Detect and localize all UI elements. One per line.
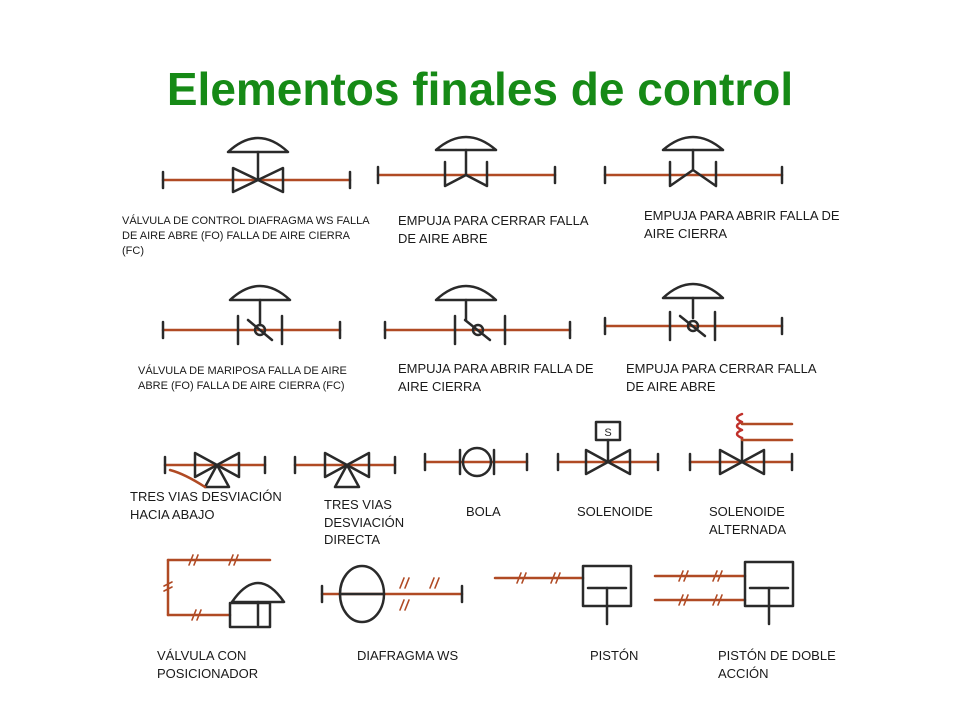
symbol-empuja-abrir-2 bbox=[383, 284, 572, 346]
caption-valvula-mariposa: VÁLVULA DE MARIPOSA FALLA DE AIRE ABRE (… bbox=[138, 365, 347, 392]
caption-valvula-control-diafragma: VÁLVULA DE CONTROL DIAFRAGMA WS FALLA DE… bbox=[122, 215, 369, 257]
symbol-empuja-cerrar-1 bbox=[376, 135, 557, 188]
page-title: Elementos finales de control bbox=[166, 63, 794, 115]
symbol-solenoide: S bbox=[556, 420, 660, 476]
caption-empuja-abrir-1: EMPUJA PARA ABRIR FALLA DE AIRE CIERRA bbox=[644, 208, 840, 241]
caption-piston: PISTÓN bbox=[590, 648, 639, 663]
symbol-empuja-cerrar-2 bbox=[603, 282, 784, 342]
caption-diafragma-ws: DIAFRAGMA WS bbox=[357, 648, 459, 663]
symbol-piston bbox=[493, 564, 633, 626]
caption-tres-vias-abajo: TRES VIAS DESVIACIÓN HACIA ABAJO bbox=[130, 489, 282, 522]
symbol-solenoide-alternada bbox=[688, 412, 794, 476]
symbol-valvula-mariposa bbox=[161, 284, 342, 346]
symbol-tres-vias-abajo bbox=[163, 451, 267, 489]
caption-piston-doble: PISTÓN DE DOBLE ACCIÓN bbox=[718, 648, 836, 681]
symbol-empuja-abrir-1 bbox=[603, 135, 784, 188]
svg-text:S: S bbox=[604, 427, 611, 439]
caption-valvula-posicionador: VÁLVULA CON POSICIONADOR bbox=[157, 648, 259, 681]
caption-empuja-cerrar-2: EMPUJA PARA CERRAR FALLA DE AIRE ABRE bbox=[626, 361, 816, 394]
symbol-bola bbox=[423, 446, 529, 478]
symbol-piston-doble bbox=[653, 560, 795, 626]
caption-tres-vias-directa: TRES VIAS DESVIACIÓN DIRECTA bbox=[324, 497, 405, 548]
caption-solenoide-alternada: SOLENOIDE ALTERNADA bbox=[709, 504, 787, 537]
symbol-valvula-control-diafragma bbox=[161, 136, 352, 194]
caption-empuja-abrir-2: EMPUJA PARA ABRIR FALLA DE AIRE CIERRA bbox=[398, 361, 594, 394]
caption-solenoide: SOLENOIDE bbox=[577, 504, 653, 519]
symbol-valvula-posicionador bbox=[163, 554, 286, 629]
caption-bola: BOLA bbox=[466, 504, 501, 519]
symbol-diafragma-ws bbox=[320, 564, 464, 624]
caption-empuja-cerrar-1: EMPUJA PARA CERRAR FALLA DE AIRE ABRE bbox=[398, 213, 588, 246]
symbol-tres-vias-directa bbox=[293, 451, 397, 489]
